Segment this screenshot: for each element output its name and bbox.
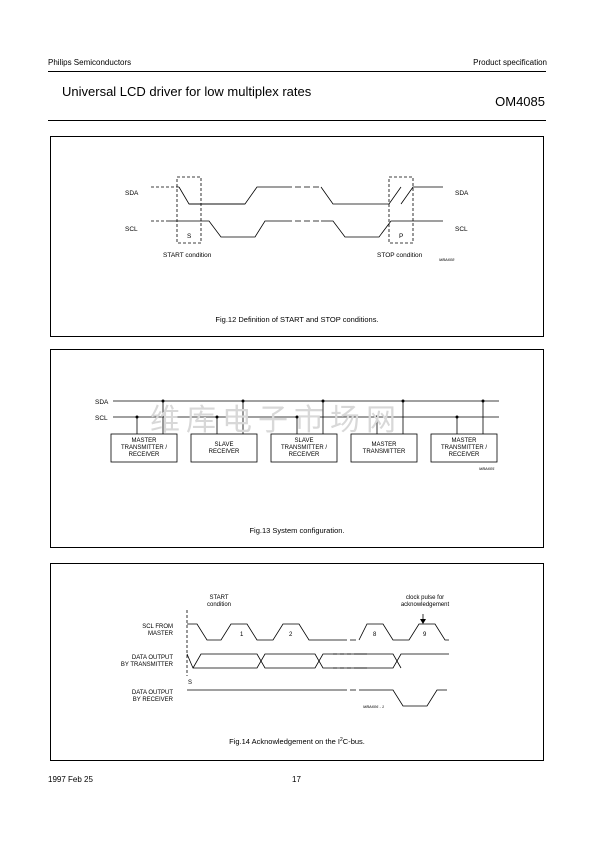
figure-12-code: MBA608 — [439, 257, 455, 262]
box-3-line-2: TRANSMITTER / — [281, 445, 327, 451]
header-spec-type: Product specification — [473, 58, 547, 67]
figure-13-system-configuration: SDA SCL MASTER TRANSMITTER / RECEIVER SL… — [95, 399, 499, 535]
device-box-1 — [110, 433, 178, 463]
ack-arrow-head — [420, 619, 426, 624]
sda-rise-stop — [400, 186, 443, 205]
bit-1-label: 1 — [240, 632, 244, 638]
data-receiver-label-1: DATA OUTPUT — [132, 690, 173, 696]
clock-pulse-label-1: clock pulse for — [406, 595, 444, 601]
transmitter-top — [192, 653, 367, 669]
page-number: 17 — [292, 775, 301, 784]
box-5-line-3: RECEIVER — [449, 452, 480, 458]
figure-14-acknowledgement-diagram: START condition clock pulse for acknowle… — [121, 595, 450, 746]
scl-line-segment — [167, 220, 286, 238]
bit-2-label: 2 — [289, 632, 293, 638]
figure-14-code: MBA606 - 1 — [363, 704, 384, 709]
sda-label-right: SDA — [455, 190, 469, 197]
figure-13-frame: SDA SCL MASTER TRANSMITTER / RECEIVER SL… — [50, 349, 544, 548]
bit-8-label: 8 — [373, 632, 377, 638]
start-label-1: START — [209, 595, 228, 601]
start-s-label: S — [187, 233, 192, 240]
box-3-line-3: RECEIVER — [289, 452, 320, 458]
figure-14-frame: START condition clock pulse for acknowle… — [50, 563, 544, 761]
sda-line-segment — [178, 186, 286, 205]
sda-bus-label: SDA — [95, 399, 109, 406]
start-s-label: S — [188, 680, 192, 686]
sda-label-left: SDA — [125, 190, 139, 197]
clock-pulse-label-2: acknowledgement — [401, 602, 450, 608]
box-5-line-2: TRANSMITTER / — [441, 445, 487, 451]
start-condition-label: START condition — [163, 252, 212, 259]
data-transmitter-label-2: BY TRANSMITTER — [121, 662, 174, 668]
scl-bus-label: SCL — [95, 415, 108, 422]
receiver-ack — [359, 689, 447, 707]
transmitter-end — [355, 653, 449, 669]
data-receiver-label-2: BY RECEIVER — [133, 697, 174, 703]
device-box-5 — [430, 433, 498, 463]
device-box-4 — [350, 433, 418, 463]
box-1-line-1: MASTER — [131, 438, 157, 444]
figure-13-code: MBA605 — [479, 466, 495, 471]
scl-master-label-1: SCL FROM — [142, 624, 173, 630]
box-5-line-1: MASTER — [451, 438, 477, 444]
figure-13-caption: Fig.13 System configuration. — [249, 526, 344, 535]
box-3-line-1: SLAVE — [295, 438, 314, 444]
device-box-3 — [270, 433, 338, 463]
figure-14-caption: Fig.14 Acknowledgement on the I2C-bus. — [229, 737, 365, 746]
stop-condition-label: STOP condition — [377, 252, 423, 259]
start-condition-box — [176, 176, 202, 244]
header-company: Philips Semiconductors — [48, 58, 132, 67]
box-1-line-3: RECEIVER — [129, 452, 160, 458]
device-box-2 — [190, 433, 258, 463]
watermark-text: 维库电子市场网 — [150, 403, 402, 438]
scl-master-label-2: MASTER — [148, 631, 174, 637]
start-label-2: condition — [207, 602, 231, 608]
document-title: Universal LCD driver for low multiplex r… — [62, 84, 312, 99]
box-4-line-2: TRANSMITTER — [363, 449, 406, 455]
figure-12-frame: SDA SCL SDA SCL S P START condition STOP… — [50, 136, 544, 337]
scl-line-segment-2 — [321, 220, 443, 238]
scl-label-left: SCL — [125, 226, 138, 233]
sda-line-segment-2 — [320, 186, 402, 205]
stop-p-label: P — [399, 233, 403, 240]
box-2-line-2: RECEIVER — [209, 449, 240, 455]
box-1-line-2: TRANSMITTER / — [121, 445, 167, 451]
scl-label-right: SCL — [455, 226, 468, 233]
box-4-line-1: MASTER — [371, 442, 397, 448]
figure-12-caption: Fig.12 Definition of START and STOP cond… — [215, 315, 378, 324]
stop-condition-box — [388, 176, 414, 244]
transmitter-bottom — [186, 653, 367, 669]
bit-9-label: 9 — [423, 632, 427, 638]
footer-date: 1997 Feb 25 — [48, 775, 93, 784]
box-2-line-1: SLAVE — [215, 442, 234, 448]
scl-master-waveform — [187, 623, 341, 641]
transmitter-break — [333, 653, 355, 669]
title-rule — [48, 120, 546, 121]
data-transmitter-label-1: DATA OUTPUT — [132, 655, 173, 661]
part-number: OM4085 — [495, 94, 545, 109]
scl-master-waveform-2 — [358, 623, 449, 641]
header-rule — [48, 71, 546, 72]
figure-12-timing-diagram: SDA SCL SDA SCL S P START condition STOP… — [125, 176, 469, 324]
